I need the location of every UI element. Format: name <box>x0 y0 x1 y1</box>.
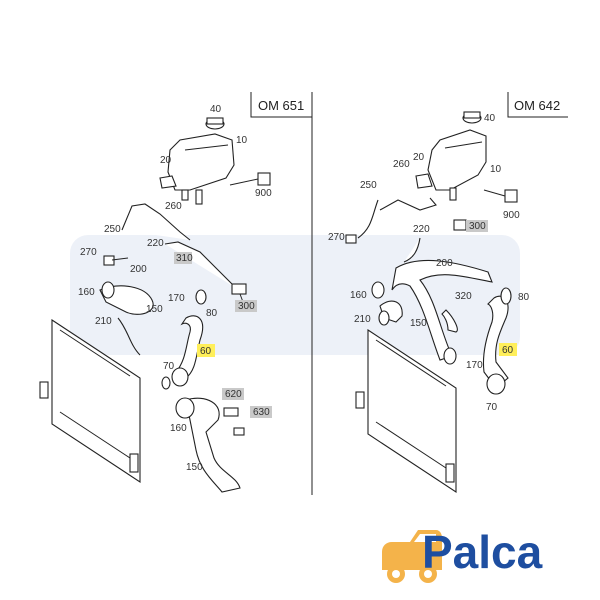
callout-170: 170 <box>168 293 185 304</box>
callout-630: 630 <box>253 407 270 418</box>
callout-160-lower: 160 <box>170 423 187 434</box>
callout-160-right: 160 <box>350 290 367 301</box>
callout-80-right: 80 <box>518 292 530 303</box>
callout-320-right: 320 <box>455 291 472 302</box>
engine-label-frame <box>250 92 312 118</box>
expansion-tank <box>167 133 235 191</box>
highlight-300-right <box>466 220 488 232</box>
callout-10-right: 10 <box>490 164 502 175</box>
callout-20-right: 20 <box>413 152 425 163</box>
callout-170-right: 170 <box>466 360 483 371</box>
callout-310: 310 <box>176 253 193 264</box>
callout-260-right: 260 <box>393 159 410 170</box>
highlight-60-right <box>499 343 517 356</box>
highlight-300 <box>235 300 257 312</box>
callout-270-right: 270 <box>328 232 345 243</box>
callout-80: 80 <box>206 308 218 319</box>
callout-260: 260 <box>165 201 182 212</box>
callout-160: 160 <box>78 287 95 298</box>
callout-210-right: 210 <box>354 314 371 325</box>
brand-logo: Palca <box>382 526 543 583</box>
panel-om642: OM 642 40 10 <box>328 92 568 494</box>
callout-60-right: 60 <box>502 345 514 356</box>
engine-label: OM 651 <box>258 98 304 113</box>
callout-150-lower: 150 <box>186 462 203 473</box>
engine-label-right: OM 642 <box>514 98 560 113</box>
hose-200-right <box>391 259 493 361</box>
callout-10: 10 <box>236 135 248 146</box>
callout-70: 70 <box>163 361 175 372</box>
callout-40: 40 <box>210 104 222 115</box>
highlight-630 <box>250 406 272 418</box>
callout-220: 220 <box>147 238 164 249</box>
highlight-60 <box>197 344 215 357</box>
callout-250-right: 250 <box>360 180 377 191</box>
callout-150: 150 <box>146 304 163 315</box>
callout-70-right: 70 <box>486 402 498 413</box>
callout-270: 270 <box>80 247 97 258</box>
highlight-310 <box>174 252 192 264</box>
callout-20: 20 <box>160 155 172 166</box>
callout-60: 60 <box>200 346 212 357</box>
expansion-tank-right <box>427 129 487 191</box>
callout-210: 210 <box>95 316 112 327</box>
callout-300: 300 <box>238 301 255 312</box>
car-icon <box>382 530 442 583</box>
engine-label-frame-right <box>507 92 568 118</box>
callout-900-right: 900 <box>503 210 520 221</box>
callout-220-right: 220 <box>413 224 430 235</box>
hose-150-lower <box>185 397 241 493</box>
panel-om651: OM 651 <box>39 92 312 493</box>
callout-900: 900 <box>255 188 272 199</box>
callout-250: 250 <box>104 224 121 235</box>
highlight-620 <box>222 388 244 400</box>
callout-200-right: 200 <box>436 258 453 269</box>
sensor-part <box>257 172 271 186</box>
callout-300-right: 300 <box>469 221 486 232</box>
brand-name: Palca <box>422 526 543 578</box>
pipe-250 <box>121 203 191 241</box>
callout-200: 200 <box>130 264 147 275</box>
radiator-left <box>39 318 141 484</box>
callout-40-right: 40 <box>484 113 496 124</box>
callout-150-right: 150 <box>410 318 427 329</box>
radiator-right <box>355 328 457 494</box>
callout-620: 620 <box>225 389 242 400</box>
